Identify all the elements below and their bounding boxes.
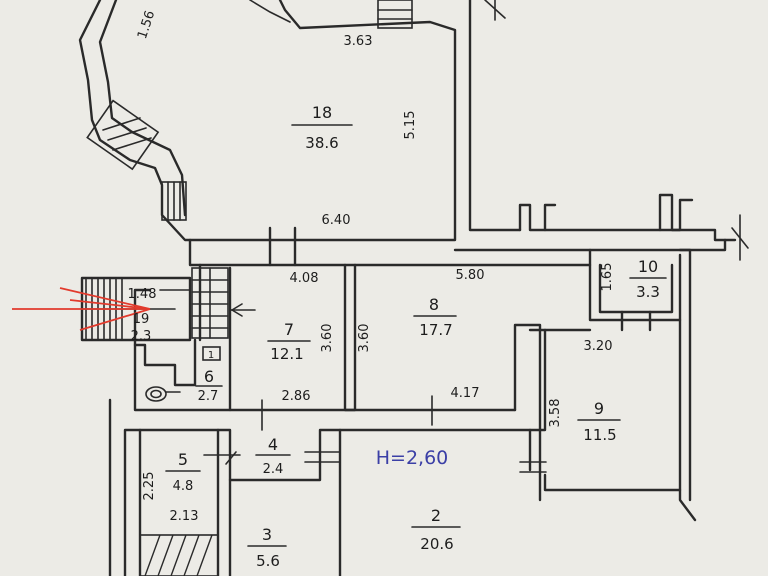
dim-5-80: 5.80 bbox=[456, 268, 485, 283]
dim-2-13: 2.13 bbox=[170, 509, 199, 524]
room-labels: 18 38.6 7 12.1 8 17.7 10 3.3 19 2.3 6 2.… bbox=[131, 103, 667, 570]
dim-3-20: 3.20 bbox=[584, 339, 613, 354]
dim-5-15: 5.15 bbox=[403, 111, 418, 140]
dim-4-08: 4.08 bbox=[290, 271, 319, 286]
room-18-walls bbox=[78, 0, 522, 242]
room-9-number: 9 bbox=[594, 399, 604, 418]
room-19-area: 2.3 bbox=[131, 329, 152, 344]
corridor-walls bbox=[453, 193, 749, 261]
room-19-number: 19 bbox=[133, 312, 150, 327]
room-5-area: 4.8 bbox=[173, 479, 194, 494]
room-10-number: 10 bbox=[638, 257, 658, 276]
room-6-number: 6 bbox=[204, 367, 214, 386]
room-9-area: 11.5 bbox=[583, 426, 616, 444]
dim-3-60-left: 3.60 bbox=[320, 324, 335, 353]
small-mark: 1 bbox=[208, 350, 214, 361]
room-2-number: 2 bbox=[431, 506, 441, 525]
dim-2-25: 2.25 bbox=[142, 472, 157, 501]
room-4-area: 2.4 bbox=[263, 462, 284, 477]
dim-6-40: 6.40 bbox=[322, 213, 351, 228]
dim-3-63: 3.63 bbox=[344, 34, 373, 49]
ceiling-height-annotation: H=2,60 bbox=[376, 447, 449, 469]
dim-3-58: 3.58 bbox=[548, 399, 563, 428]
room-18-area: 38.6 bbox=[305, 134, 338, 152]
dim-1-48: 1.48 bbox=[128, 287, 157, 302]
room-3-number: 3 bbox=[262, 525, 272, 544]
entrance-arrow bbox=[12, 287, 151, 331]
dim-4-17: 4.17 bbox=[451, 386, 480, 401]
room-2-area: 20.6 bbox=[420, 535, 453, 553]
room-7-area: 12.1 bbox=[270, 345, 303, 363]
room-8-number: 8 bbox=[429, 295, 439, 314]
room-6-area: 2.7 bbox=[198, 389, 219, 404]
dimension-labels: 1.56 3.63 5.15 6.40 4.08 5.80 1.65 1.48 … bbox=[128, 9, 615, 524]
dim-3-60-right: 3.60 bbox=[357, 324, 372, 353]
lower-walls bbox=[108, 288, 547, 576]
room-18-number: 18 bbox=[312, 103, 332, 122]
room-5-number: 5 bbox=[178, 450, 188, 469]
room-4-number: 4 bbox=[268, 435, 278, 454]
room-10-area: 3.3 bbox=[636, 283, 660, 301]
dim-1-65: 1.65 bbox=[600, 263, 615, 292]
room-8-area: 17.7 bbox=[419, 321, 452, 339]
room-7-number: 7 bbox=[284, 320, 294, 339]
dim-2-86: 2.86 bbox=[282, 389, 311, 404]
room-3-area: 5.6 bbox=[256, 552, 280, 570]
